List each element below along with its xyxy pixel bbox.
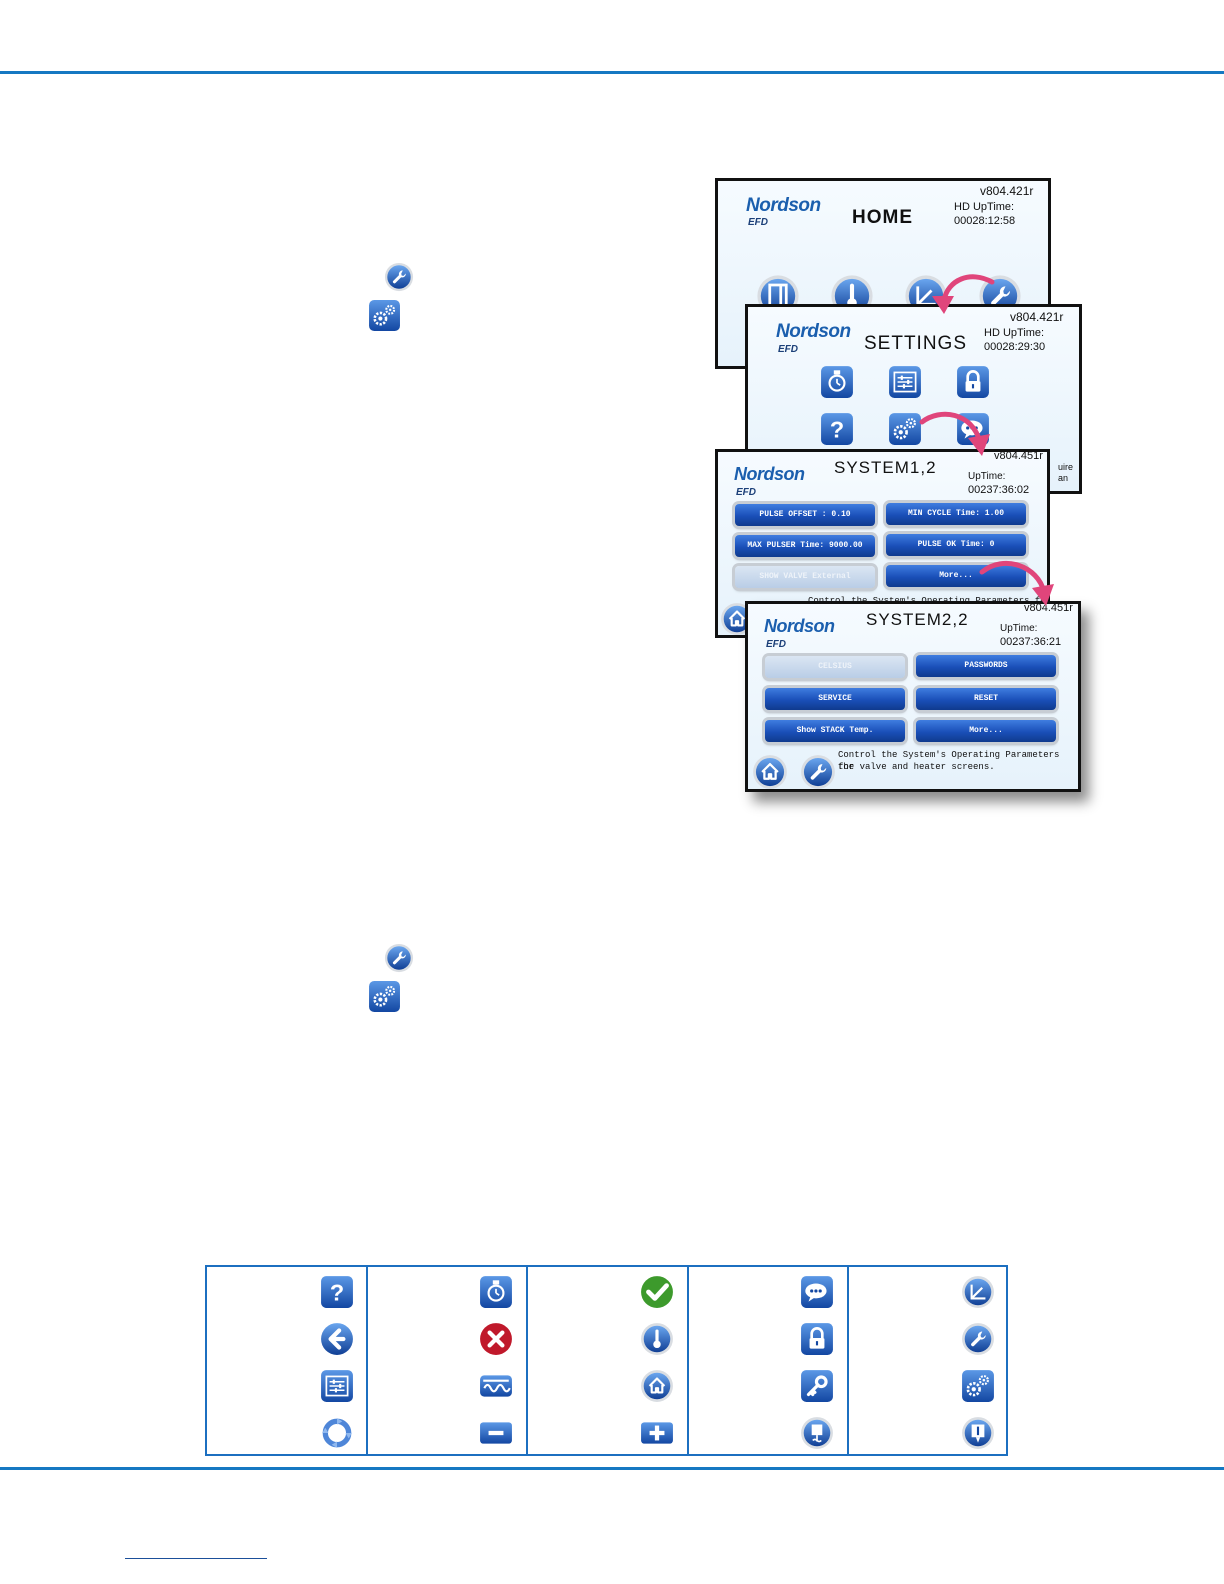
system2-screen: Nordson EFD SYSTEM2,2 v804.451r UpTime: …: [745, 601, 1081, 792]
header-rule: [0, 71, 1224, 74]
uptime-label: UpTime:: [968, 471, 1006, 482]
legend-column: [528, 1267, 689, 1454]
chat-icon: [800, 1275, 834, 1309]
version-label: v804.421r: [980, 184, 1034, 198]
valve-icon: [961, 1416, 995, 1450]
legend-column: [689, 1267, 849, 1454]
timer-icon: [479, 1275, 513, 1309]
show-valve-button[interactable]: SHOW VALVE External: [735, 566, 875, 588]
check-icon: [640, 1275, 674, 1309]
efd-label: EFD: [748, 217, 768, 228]
nordson-logo: Nordson: [734, 464, 805, 484]
legend-column: [368, 1267, 528, 1454]
back-arrow-icon: [320, 1322, 354, 1356]
timer-lock-icon[interactable]: [820, 365, 854, 399]
service-button[interactable]: SERVICE: [765, 688, 905, 710]
wrench-icon[interactable]: [800, 754, 836, 790]
adjust-icon: [320, 1369, 354, 1403]
min-cycle-time-button[interactable]: MIN CYCLE Time: 1.00: [886, 503, 1026, 525]
gears-icon: [961, 1369, 995, 1403]
version-label: v804.451r: [1024, 602, 1073, 614]
more-button[interactable]: More...: [916, 720, 1056, 742]
home-icon[interactable]: [752, 754, 788, 790]
key-icon: [800, 1369, 834, 1403]
version-label: v804.421r: [1010, 310, 1064, 324]
gears-icon: [368, 980, 401, 1013]
uptime-label: UpTime:: [1000, 623, 1038, 634]
screen-title: SYSTEM2,2: [866, 610, 969, 629]
screen-title: SETTINGS: [864, 333, 968, 354]
arrow-icon: [919, 274, 1047, 595]
wrench-icon: [961, 1322, 995, 1356]
more-button[interactable]: More...: [886, 565, 1026, 587]
efd-label: EFD: [736, 487, 756, 498]
nordson-logo: Nordson: [746, 195, 821, 216]
efd-label: EFD: [766, 639, 786, 650]
uptime-value: 00237:36:21: [1000, 636, 1062, 648]
graph-icon: [961, 1275, 995, 1309]
description-text: the valve and heater screens.: [838, 762, 995, 772]
help-icon: [320, 1275, 354, 1309]
heater-icon: [479, 1369, 513, 1403]
help-icon[interactable]: [820, 412, 854, 446]
passwords-button[interactable]: PASSWORDS: [916, 655, 1056, 677]
cancel-icon: [479, 1322, 513, 1356]
cycle-icon: [320, 1416, 354, 1450]
footer-link-underline[interactable]: [125, 1558, 267, 1559]
side-text: uire: [1058, 462, 1074, 472]
side-text: an: [1058, 473, 1069, 483]
uptime-value: 00028:12:58: [954, 215, 1016, 227]
description-text: Control the System's Operating Parameter…: [838, 750, 1060, 772]
uptime-value: 00028:29:30: [984, 341, 1046, 353]
efd-label: EFD: [778, 344, 798, 355]
celsius-button[interactable]: CELSIUS: [765, 656, 905, 678]
show-stack-temp-button[interactable]: Show STACK Temp.: [765, 720, 905, 742]
nav-arrows: [919, 274, 1054, 606]
screen-title: SYSTEM1,2: [834, 458, 937, 477]
pulse-ok-time-button[interactable]: PULSE OK Time: 0: [886, 534, 1026, 556]
plus-icon: [640, 1416, 674, 1450]
lock-icon: [800, 1322, 834, 1356]
reset-button[interactable]: RESET: [916, 688, 1056, 710]
max-pulser-time-button[interactable]: MAX PULSER Time: 9000.00: [735, 535, 875, 557]
screen-title: HOME: [852, 207, 913, 228]
uptime-label: HD UpTime:: [984, 327, 1045, 339]
version-label: v804.451r: [994, 450, 1043, 462]
icon-legend: [205, 1265, 1008, 1456]
pulse-offset-button[interactable]: PULSE OFFSET : 0.10: [735, 504, 875, 526]
gears-icon: [368, 299, 401, 332]
uptime-label: HD UpTime:: [954, 201, 1015, 213]
thermometer-icon: [640, 1322, 674, 1356]
wrench-icon: [384, 943, 414, 973]
uptime-value: 00237:36:02: [968, 484, 1030, 496]
nordson-logo: Nordson: [776, 321, 851, 342]
footer-rule: [0, 1467, 1224, 1470]
nordson-logo: Nordson: [764, 616, 835, 636]
valve-heat-icon: [800, 1416, 834, 1450]
home-icon: [640, 1369, 674, 1403]
legend-column: [207, 1267, 368, 1454]
legend-column: [849, 1267, 1006, 1454]
minus-icon: [479, 1416, 513, 1450]
wrench-icon: [384, 262, 414, 292]
